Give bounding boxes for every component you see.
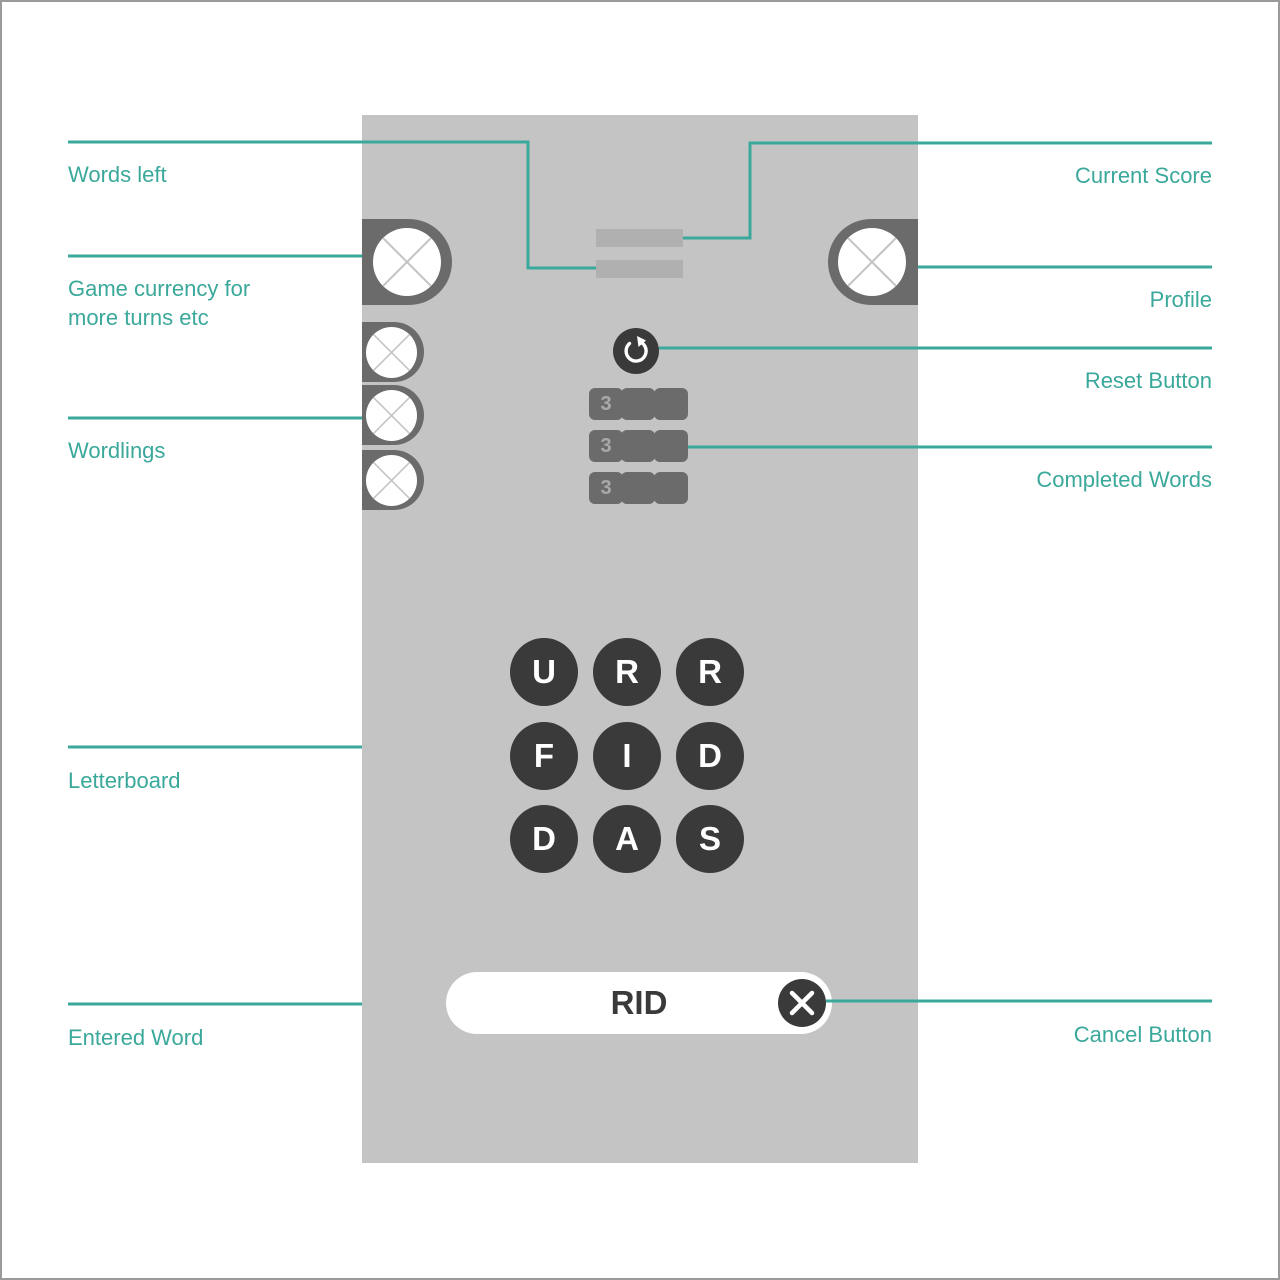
letter-tile[interactable]: R bbox=[676, 638, 744, 706]
reset-icon bbox=[624, 336, 648, 363]
reset-button[interactable] bbox=[613, 328, 659, 374]
word-tile bbox=[621, 388, 655, 420]
word-tile bbox=[621, 472, 655, 504]
label-cancel-button: Cancel Button bbox=[1073, 1022, 1212, 1047]
cancel-button[interactable] bbox=[778, 979, 826, 1027]
crossed-circle-icon bbox=[373, 228, 441, 296]
letter-tile[interactable]: S bbox=[676, 805, 744, 873]
label-wordlings: Wordlings bbox=[68, 438, 166, 463]
entered-word-field: RID bbox=[446, 972, 832, 1034]
current-score-bar bbox=[596, 229, 683, 247]
crossed-circle-icon bbox=[366, 455, 417, 506]
word-tile bbox=[654, 430, 688, 462]
letter-tile[interactable]: F bbox=[510, 722, 578, 790]
word-letter-count: 3 bbox=[600, 393, 612, 415]
label-game-currency: Game currency for more turns etc bbox=[68, 276, 251, 330]
completed-word-row: 3 bbox=[589, 430, 688, 462]
word-tile bbox=[621, 430, 655, 462]
word-tile bbox=[654, 472, 688, 504]
current-score-leader bbox=[683, 141, 1212, 240]
label-reset-button: Reset Button bbox=[1084, 368, 1212, 393]
label-completed-words: Completed Words bbox=[1036, 467, 1212, 492]
crossed-circle-icon bbox=[838, 228, 906, 296]
completed-word-row: 3 bbox=[589, 472, 688, 504]
label-current-score: Current Score bbox=[1075, 163, 1212, 188]
label-words-left: Words left bbox=[68, 162, 167, 187]
letter-tile[interactable]: R bbox=[593, 638, 661, 706]
label-profile: Profile bbox=[1149, 287, 1212, 312]
entered-word-value: RID bbox=[610, 984, 668, 1021]
letter-tile[interactable]: D bbox=[676, 722, 744, 790]
crossed-circle-icon bbox=[366, 390, 417, 441]
letter-tile[interactable]: I bbox=[593, 722, 661, 790]
words-left-leader bbox=[68, 140, 596, 270]
label-entered-word: Entered Word bbox=[68, 1025, 204, 1050]
completed-word-row: 3 bbox=[589, 388, 688, 420]
word-letter-count: 3 bbox=[600, 435, 612, 457]
word-tile bbox=[589, 472, 623, 504]
letter-tile[interactable]: A bbox=[593, 805, 661, 873]
letter-tile[interactable]: D bbox=[510, 805, 578, 873]
close-icon bbox=[789, 990, 815, 1016]
letter-tile[interactable]: U bbox=[510, 638, 578, 706]
words-left-bar bbox=[596, 260, 683, 278]
label-letterboard: Letterboard bbox=[68, 768, 181, 793]
word-letter-count: 3 bbox=[600, 477, 612, 499]
crossed-circle-icon bbox=[366, 327, 417, 378]
word-tile bbox=[589, 388, 623, 420]
word-tile bbox=[589, 430, 623, 462]
word-tile bbox=[654, 388, 688, 420]
